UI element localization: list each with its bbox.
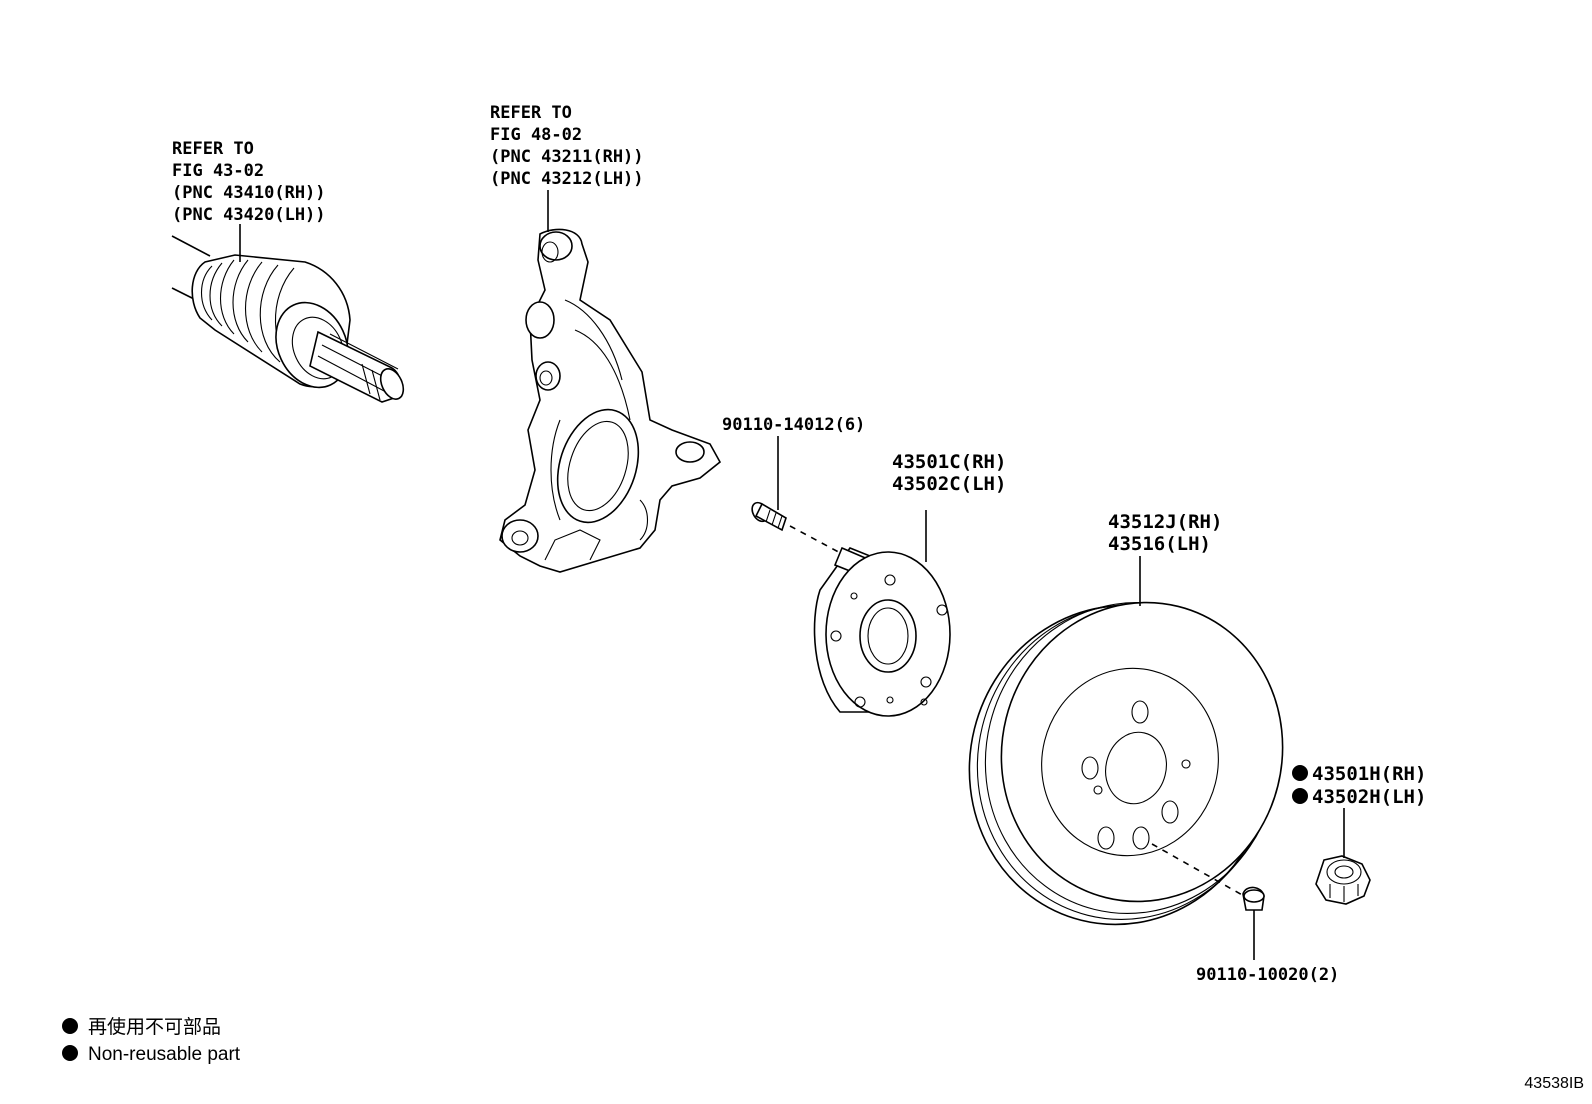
knuckle-callout-line-2: FIG 48-02 (490, 125, 582, 145)
knuckle-callout-line-3: (PNC 43211(RH)) (490, 147, 644, 167)
knuckle-callout-line-4: (PNC 43212(LH)) (490, 169, 644, 189)
driveshaft-callout-line-4: (PNC 43420(LH)) (172, 205, 326, 225)
nut-callout: 43501H(RH) 43502H(LH) (1292, 763, 1426, 808)
screw-axis-line (1151, 843, 1245, 897)
driveshaft-callout: REFER TO FIG 43-02 (PNC 43410(RH)) (PNC … (172, 139, 326, 225)
disc-part-number-rh: 43512J(RH) (1108, 511, 1222, 533)
knuckle-callout: REFER TO FIG 48-02 (PNC 43211(RH)) (PNC … (490, 103, 644, 189)
disc-part-number-lh: 43516(LH) (1108, 533, 1211, 555)
hub-part-number-rh: 43501C(RH) (892, 451, 1006, 473)
driveshaft-callout-line-1: REFER TO (172, 139, 254, 159)
nut-part-number-lh: 43502H(LH) (1312, 786, 1426, 808)
non-reusable-marker-icon (1292, 765, 1308, 781)
disc-callout: 43512J(RH) 43516(LH) (1108, 511, 1222, 555)
axle-hub[interactable] (813, 546, 951, 717)
driveshaft-callout-line-2: FIG 43-02 (172, 161, 264, 181)
legend-line-japanese: 再使用不可部品 (88, 1016, 221, 1038)
non-reusable-marker-icon (1292, 788, 1308, 804)
disc-screw-part-number: 90110-10020(2) (1196, 965, 1339, 985)
drive-shaft[interactable] (171, 235, 408, 403)
driveshaft-callout-line-3: (PNC 43410(RH)) (172, 183, 326, 203)
hub-part-number-lh: 43502C(LH) (892, 473, 1006, 495)
hub-bolt[interactable] (749, 500, 787, 532)
legend-bullet-icon (62, 1045, 78, 1061)
nut-part-number-rh: 43501H(RH) (1312, 763, 1426, 785)
hub-bolt-part-number: 90110-14012(6) (722, 415, 865, 435)
legend-line-english: Non-reusable part (88, 1044, 241, 1065)
disc-rotor[interactable] (936, 571, 1314, 956)
knuckle-callout-line-1: REFER TO (490, 103, 572, 123)
bolt-axis-line (789, 525, 847, 557)
disc-screw[interactable] (1242, 886, 1265, 911)
steering-knuckle[interactable] (499, 228, 722, 573)
legend-bullet-icon (62, 1018, 78, 1034)
hub-callout: 43501C(RH) 43502C(LH) (892, 451, 1006, 495)
legend: 再使用不可部品 Non-reusable part (62, 1016, 241, 1065)
figure-id: 43538IB (1524, 1075, 1584, 1092)
hub-nut[interactable] (1315, 855, 1371, 905)
